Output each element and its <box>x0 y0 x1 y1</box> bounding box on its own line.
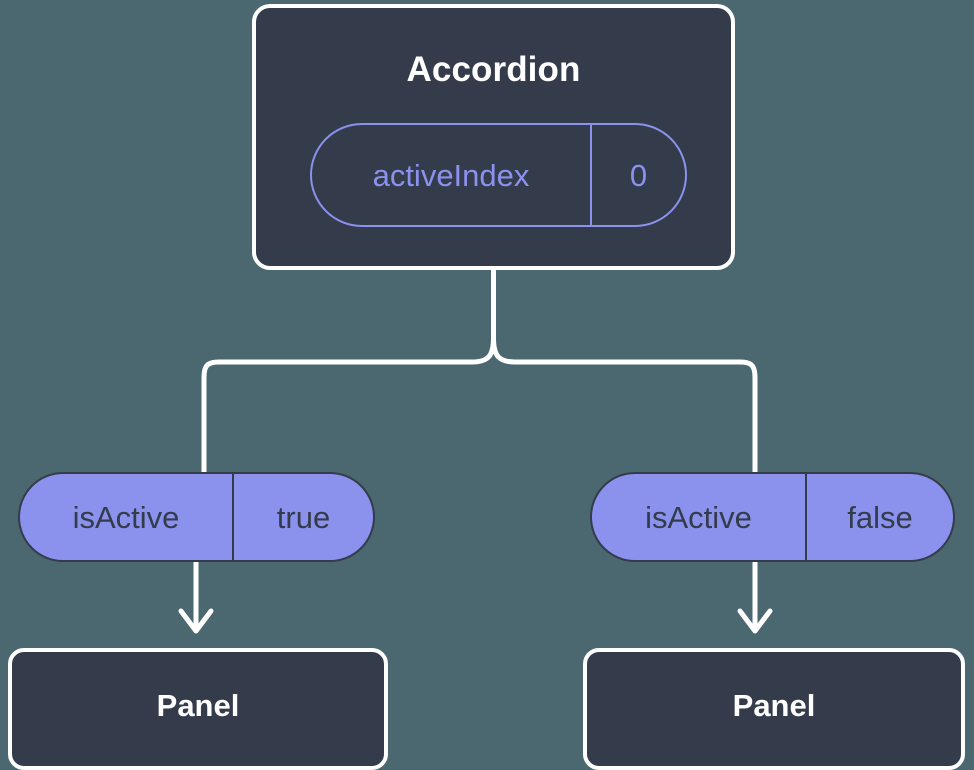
state-pill-key: activeIndex <box>372 157 530 193</box>
accordion-node[interactable]: Accordion activeIndex 0 <box>252 4 735 270</box>
arrowhead-left-icon <box>178 608 214 634</box>
accordion-node-title: Accordion <box>406 50 581 89</box>
connector-branch-right <box>491 335 758 475</box>
prop-pill-key: isActive <box>645 499 752 535</box>
prop-pill-is-active-true[interactable]: isActive true <box>18 472 375 562</box>
prop-pill-key: isActive <box>72 499 180 535</box>
prop-pill-is-active-false[interactable]: isActive false <box>590 472 955 562</box>
panel-node-left[interactable]: Panel <box>8 648 388 770</box>
prop-pill-value: true <box>232 474 373 560</box>
connector-branch-left <box>201 335 496 475</box>
prop-pill-value: false <box>805 474 953 560</box>
panel-node-right[interactable]: Panel <box>583 648 965 770</box>
state-pill-value: 0 <box>590 125 685 225</box>
panel-node-label: Panel <box>732 687 816 723</box>
arrowhead-right-icon <box>737 608 773 634</box>
state-pill-active-index[interactable]: activeIndex 0 <box>310 123 687 227</box>
panel-node-label: Panel <box>156 687 240 723</box>
